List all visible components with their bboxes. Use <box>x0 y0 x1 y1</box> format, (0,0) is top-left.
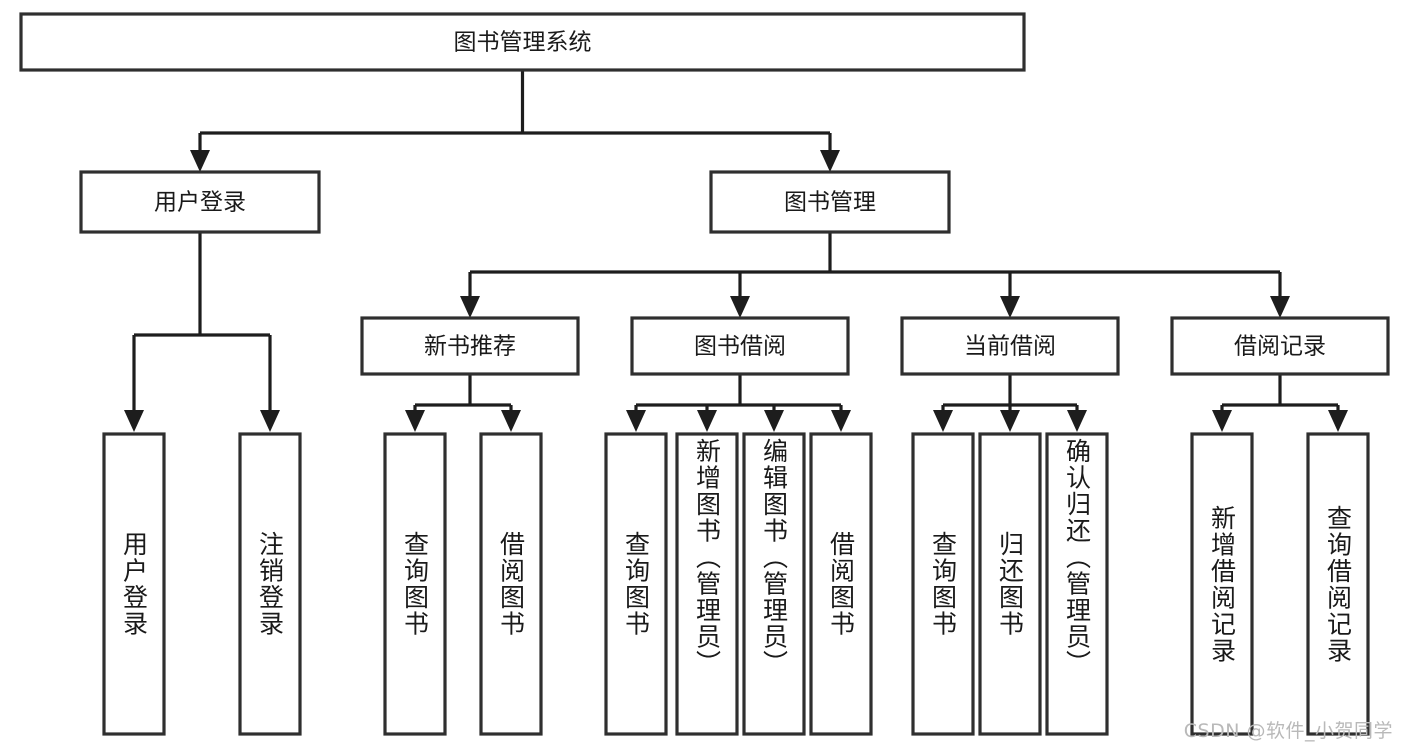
arrow-bookmgmt-to-borrow <box>730 296 750 318</box>
node-leaf-logout[interactable] <box>238 432 302 736</box>
node-leaf-add-book-admin[interactable] <box>675 432 739 736</box>
arrow-bookmgmt-to-new-book <box>460 296 480 318</box>
node-new-book-recommend-label: 新书推荐 <box>424 334 516 360</box>
arrow-borrow-leaf-3 <box>764 410 784 432</box>
node-leaf-borrow-book-bb[interactable] <box>809 432 873 736</box>
arrow-current-leaf-2 <box>1000 410 1020 432</box>
node-current-borrow[interactable] <box>900 316 1120 376</box>
node-root-book-management-system[interactable] <box>19 12 1026 72</box>
node-new-book-recommend[interactable] <box>360 316 580 376</box>
connector-layer <box>124 70 1348 432</box>
node-leaf-add-borrow-record[interactable] <box>1190 432 1254 736</box>
arrow-bookmgmt-to-current <box>1000 296 1020 318</box>
node-leaf-query-book-nb[interactable] <box>383 432 447 736</box>
node-book-management[interactable] <box>709 170 951 234</box>
node-leaf-confirm-return-admin[interactable] <box>1045 432 1109 736</box>
arrow-userlogin-leaf-1 <box>124 410 144 432</box>
arrow-userlogin-leaf-2 <box>260 410 280 432</box>
watermark-text: CSDN @软件_小贺同学 <box>1183 720 1393 742</box>
node-leaf-query-book-cb[interactable] <box>911 432 975 736</box>
node-layer: 图书管理系统 用户登录 图书管理 新书推荐 图书借阅 当前借阅 借阅记录 <box>19 12 1390 736</box>
arrow-newbook-leaf-1 <box>405 410 425 432</box>
node-book-management-label: 图书管理 <box>784 190 876 216</box>
arrow-bookmgmt-to-record <box>1270 296 1290 318</box>
arrow-root-to-book-mgmt <box>820 150 840 172</box>
node-root-label: 图书管理系统 <box>454 30 592 56</box>
node-leaf-return-book[interactable] <box>978 432 1042 736</box>
node-user-login[interactable] <box>79 170 321 234</box>
arrow-current-leaf-1 <box>933 410 953 432</box>
arrow-newbook-leaf-2 <box>501 410 521 432</box>
node-leaf-edit-book-admin[interactable] <box>742 432 806 736</box>
node-current-borrow-label: 当前借阅 <box>964 334 1056 360</box>
node-borrow-record-label: 借阅记录 <box>1234 334 1326 360</box>
node-book-borrow-label: 图书借阅 <box>694 334 786 360</box>
node-borrow-record[interactable] <box>1170 316 1390 376</box>
node-leaf-user-login[interactable] <box>102 432 166 736</box>
arrow-record-leaf-1 <box>1212 410 1232 432</box>
node-leaf-borrow-book-nb[interactable] <box>479 432 543 736</box>
node-leaf-query-borrow-record[interactable] <box>1306 432 1370 736</box>
arrow-root-to-user-login <box>190 150 210 172</box>
arrow-borrow-leaf-1 <box>626 410 646 432</box>
arrow-borrow-leaf-2 <box>697 410 717 432</box>
node-user-login-label: 用户登录 <box>154 190 246 216</box>
arrow-borrow-leaf-4 <box>831 410 851 432</box>
node-book-borrow[interactable] <box>630 316 850 376</box>
node-leaf-query-book-bb[interactable] <box>604 432 668 736</box>
arrow-record-leaf-2 <box>1328 410 1348 432</box>
arrow-current-leaf-3 <box>1067 410 1087 432</box>
